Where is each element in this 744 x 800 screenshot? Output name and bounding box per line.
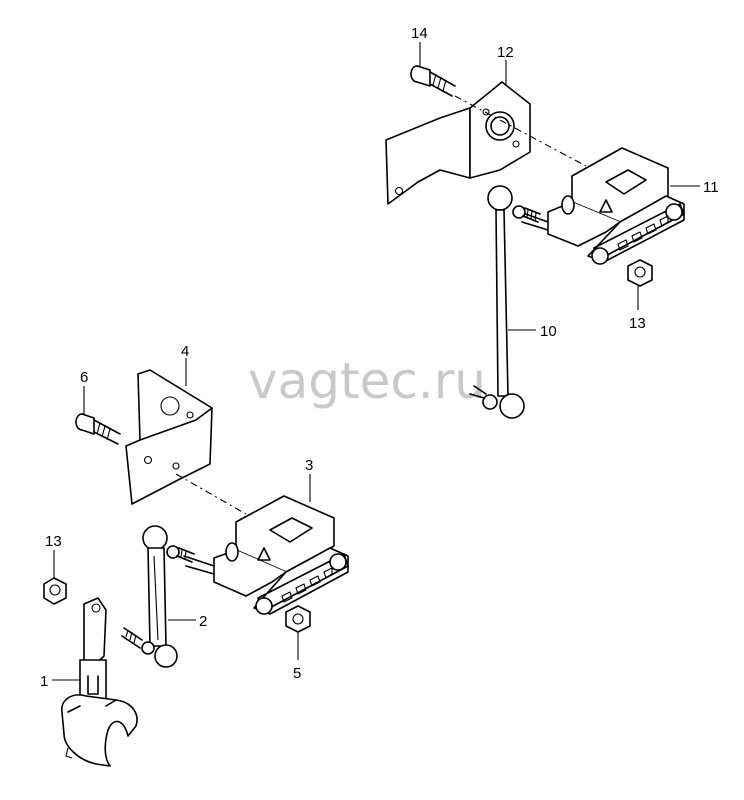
coupling-rod-2: [121, 525, 195, 668]
callout-5: 5: [293, 665, 301, 682]
callout-13-upper: 13: [629, 315, 646, 332]
callout-14: 14: [411, 25, 428, 42]
bolt-6: [75, 413, 121, 445]
nut-13-upper: [627, 259, 653, 287]
watermark: vagtec.ru: [248, 352, 486, 410]
callout-13-lower: 13: [45, 533, 62, 550]
sensor-3: [183, 495, 349, 615]
callout-1: 1: [40, 673, 48, 690]
callout-12: 12: [497, 44, 514, 61]
bolt-14: [410, 65, 456, 97]
coupling-rod-10: [469, 185, 541, 419]
nut-13-lower: [43, 577, 67, 605]
callout-3: 3: [305, 457, 313, 474]
bracket-12: [385, 81, 531, 205]
nut-5: [285, 605, 311, 633]
callout-6: 6: [80, 369, 88, 386]
callout-2: 2: [199, 613, 207, 630]
callout-11: 11: [703, 179, 719, 196]
callout-4: 4: [181, 343, 189, 360]
callout-10: 10: [540, 323, 557, 340]
sensor-11: [519, 147, 685, 265]
leader-lines: [52, 42, 700, 681]
lever-1: [61, 597, 138, 767]
bracket-4: [125, 369, 213, 505]
